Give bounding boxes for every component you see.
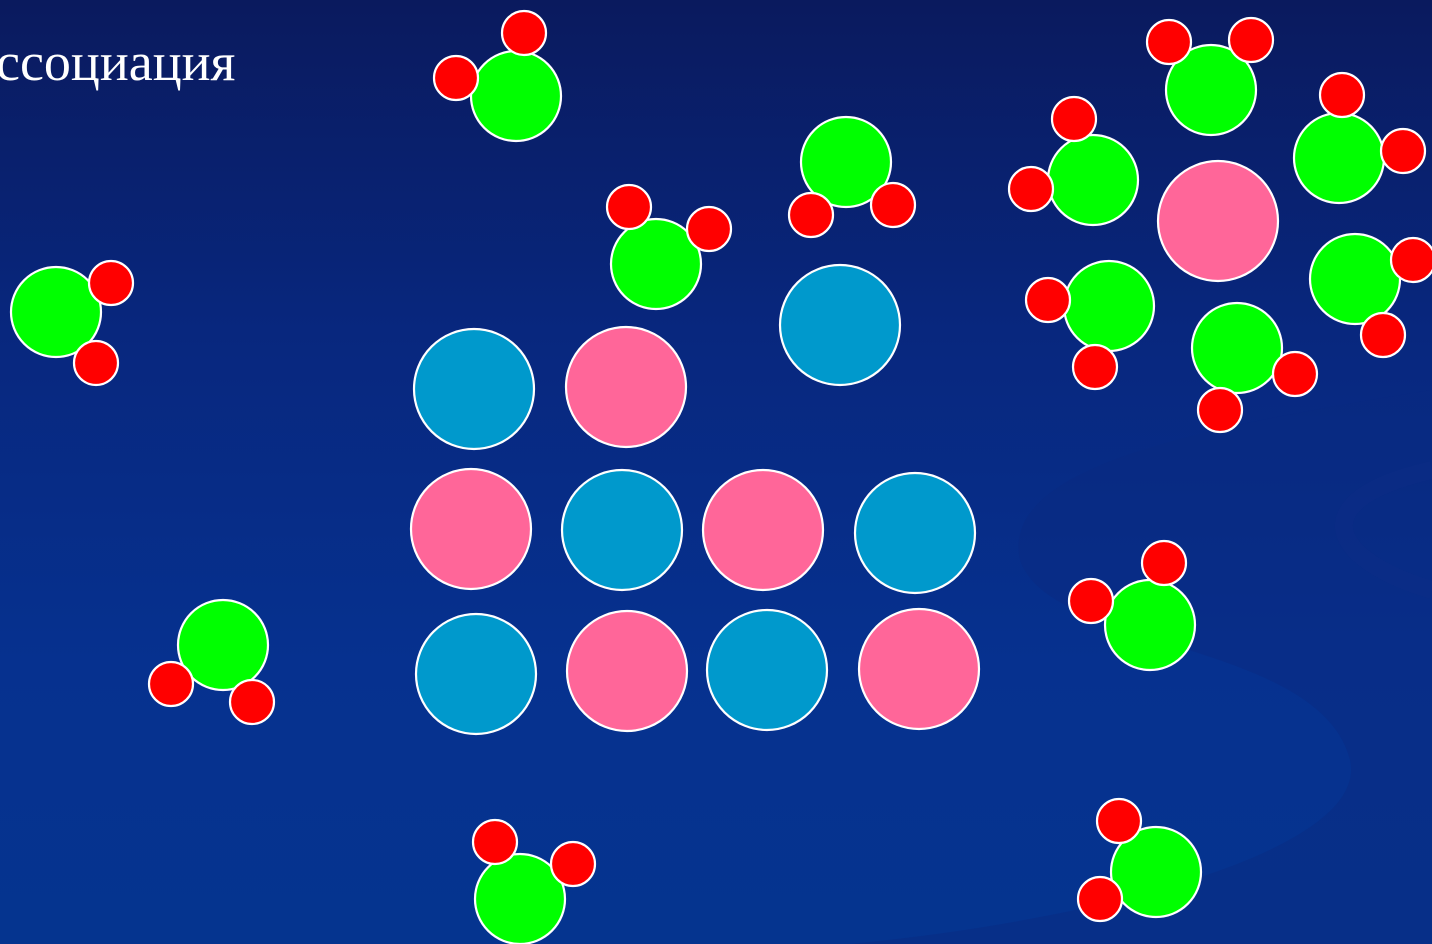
water-molecule: [1310, 234, 1432, 357]
water-molecule: [789, 117, 915, 237]
anion-ion: [416, 614, 536, 734]
anion-ion: [855, 473, 975, 593]
water-molecule: [473, 820, 595, 944]
water-molecule: [1192, 303, 1317, 432]
water-molecule: [1069, 541, 1195, 670]
cation-ion: [411, 469, 531, 589]
water-molecule: [1294, 73, 1425, 203]
cation-ion: [859, 609, 979, 729]
ion-lattice: [411, 327, 979, 734]
anion-ion: [414, 329, 534, 449]
cation-ion: [703, 470, 823, 590]
cation-ion: [566, 327, 686, 447]
hydrated-cation-ion: [1158, 161, 1278, 281]
cation-ion: [567, 611, 687, 731]
water-molecule: [149, 600, 274, 724]
water-molecule: [1009, 97, 1138, 225]
anion-ion: [707, 610, 827, 730]
water-molecule: [607, 185, 731, 309]
water-molecule: [1147, 18, 1273, 135]
water-molecule: [1026, 261, 1154, 389]
detached-anion-ion: [780, 265, 900, 385]
water-molecule: [434, 11, 561, 141]
anion-ion: [562, 470, 682, 590]
water-molecule: [1078, 799, 1201, 921]
water-molecule: [11, 261, 133, 385]
